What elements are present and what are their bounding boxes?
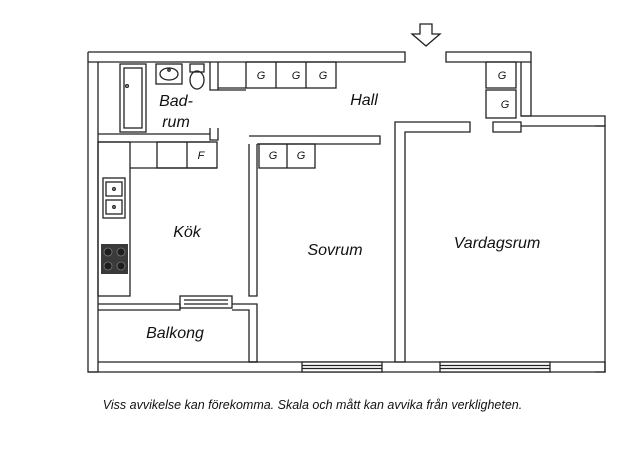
bedroom-window [301, 361, 383, 373]
stove [101, 244, 128, 274]
fridge-label: F [198, 150, 206, 162]
sink-basin [155, 63, 183, 85]
wardrobe-label-1: G [257, 70, 266, 82]
entrance-arrow-icon [410, 23, 442, 47]
kitchen-sink [102, 177, 126, 219]
living-room-window [439, 361, 551, 373]
wardrobe-label-2: G [292, 70, 301, 82]
balcony-door [179, 295, 233, 309]
room-label-balkong: Balkong [146, 325, 204, 342]
room-label-kok: Kök [173, 224, 202, 241]
kitchen-upper-cabinets [97, 141, 218, 297]
wardrobe-label-5: G [501, 99, 510, 111]
bathtub [119, 63, 147, 133]
room-label-sovrum: Sovrum [307, 242, 362, 259]
room-label-badrum-1: Bad- [159, 93, 193, 110]
wardrobe-label-7: G [297, 150, 306, 162]
wardrobe-label-6: G [269, 150, 278, 162]
bedroom-wardrobes [258, 143, 316, 169]
hall-wardrobes [218, 61, 337, 91]
room-label-hall: Hall [350, 92, 378, 109]
room-label-vardagsrum: Vardagsrum [454, 235, 541, 252]
wardrobe-label-4: G [498, 70, 507, 82]
wardrobe-label-3: G [319, 70, 328, 82]
toilet [189, 63, 205, 90]
room-label-badrum-2: rum [162, 114, 190, 131]
disclaimer-text: Viss avvikelse kan förekomma. Skala och … [102, 398, 523, 412]
right-wardrobes [485, 61, 517, 119]
